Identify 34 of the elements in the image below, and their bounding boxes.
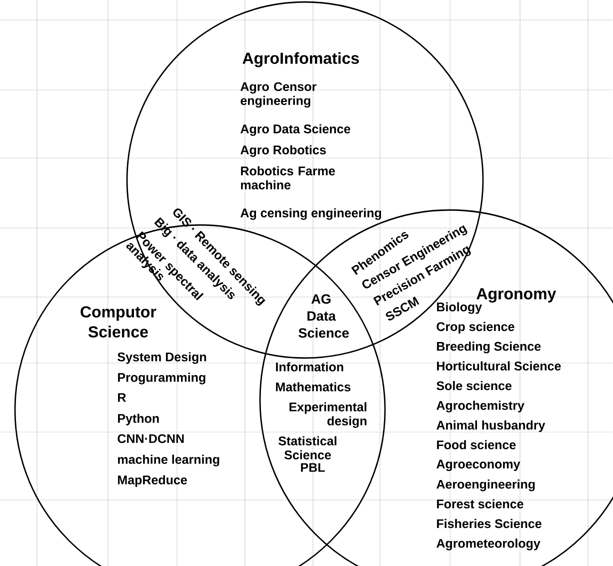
list-item: Sole science: [436, 381, 512, 390]
list-item: Breeding Science: [437, 342, 541, 354]
list-item: machine learning: [118, 454, 220, 466]
list-item: Robotics Farme machine: [241, 166, 335, 190]
region-label: Mathematics: [276, 382, 350, 392]
list-item: Agro Data Science: [240, 124, 350, 136]
heading: AgroInfomatics: [242, 52, 359, 68]
list-item: Proguramming: [118, 372, 206, 384]
list-item: MapReduce: [118, 475, 187, 487]
region-label: Information: [276, 362, 344, 372]
list-item: Agro Robotics: [240, 145, 326, 157]
list-item: Crop science: [436, 322, 514, 334]
heading: Computor Science: [80, 306, 156, 338]
list-item: Agrochemistry: [436, 400, 524, 412]
list-item: Agro Censor engineering: [240, 82, 316, 108]
list-item: Fisheries Science: [437, 518, 542, 528]
region-label: AG Data Science: [298, 294, 349, 338]
list-item: Python: [118, 414, 159, 426]
list-item: Horticultural Science: [437, 361, 561, 370]
region-label: Statistical Science: [278, 436, 336, 460]
list-item: Ag censing engineering: [240, 208, 382, 220]
list-item: Food science: [437, 440, 516, 450]
list-item: Biology: [437, 302, 482, 314]
list-item: Animal husbandry: [436, 420, 546, 432]
list-item: Agroeconomy: [436, 460, 520, 472]
region-label: PBL: [301, 463, 325, 472]
heading: Agronomy: [476, 288, 556, 303]
list-item: Forest science: [437, 499, 524, 508]
list-item: System Design: [118, 352, 206, 364]
region-label: Experimental design: [290, 402, 366, 428]
list-item: Aeroengineering: [436, 480, 535, 492]
list-item: R: [118, 393, 126, 402]
list-item: CNN·DCNN: [118, 434, 184, 444]
list-item: Agrometeorology: [436, 538, 540, 550]
